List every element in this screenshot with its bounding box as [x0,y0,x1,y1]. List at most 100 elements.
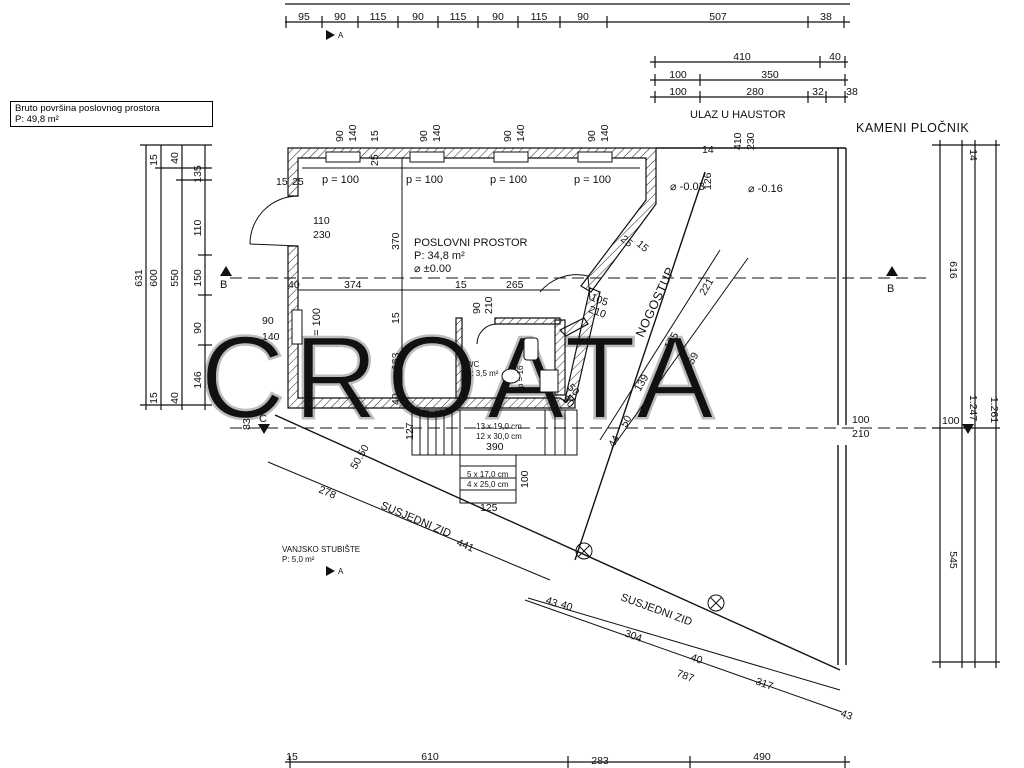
svg-text:15: 15 [369,130,381,142]
svg-text:95: 95 [298,11,310,23]
svg-text:13 x 19,0 cm: 13 x 19,0 cm [476,422,522,431]
svg-text:90: 90 [334,130,346,142]
svg-text:304: 304 [623,628,644,645]
svg-text:90: 90 [418,130,430,142]
office-level: ⌀ ±0.00 [414,263,451,275]
svg-text:283: 283 [591,755,609,767]
svg-text:p = 100: p = 100 [311,308,323,345]
svg-text:140: 140 [431,124,443,142]
level-label-2: ⌀ -0.16 [748,183,783,195]
wc-area: P: 3,5 m² [466,369,499,378]
svg-text:410: 410 [732,132,744,150]
svg-text:610: 610 [421,751,439,763]
svg-text:5 x 17,0 cm: 5 x 17,0 cm [467,470,509,479]
gross-area-box: Bruto površina poslovnog prostora P: 49,… [10,101,213,127]
left-dimension-lines [140,144,212,410]
svg-text:p = 100: p = 100 [322,174,359,186]
svg-text:12 x 30,0 cm: 12 x 30,0 cm [476,432,522,441]
svg-text:115: 115 [531,11,548,23]
svg-text:90: 90 [262,315,274,327]
svg-text:115: 115 [450,11,467,23]
svg-text:230: 230 [745,132,757,150]
svg-text:A: A [338,31,344,40]
office-name: POSLOVNI PROSTOR [414,237,528,249]
svg-text:40: 40 [559,599,574,614]
svg-text:441: 441 [455,537,476,555]
svg-text:32: 32 [812,86,824,98]
svg-text:90: 90 [586,130,598,142]
svg-text:B: B [220,279,227,291]
svg-text:90: 90 [192,322,204,334]
svg-text:210: 210 [483,296,495,314]
svg-text:90: 90 [492,11,504,23]
entrance-label: ULAZ U HAUSTOR [690,109,786,121]
wc-name: WC [466,360,480,369]
svg-text:126: 126 [702,172,714,190]
svg-text:C: C [259,413,267,425]
stair-notes: 13 x 19,0 cm 12 x 30,0 cm 5 x 17,0 cm 4 … [467,422,522,489]
gross-area-value: P: 49,8 m² [15,114,59,125]
svg-text:374: 374 [344,279,362,291]
svg-text:600: 600 [148,269,160,287]
office-area: P: 34,8 m² [414,250,465,262]
svg-text:15: 15 [634,238,651,255]
svg-text:100: 100 [519,470,531,488]
svg-text:140: 140 [347,124,359,142]
svg-text:90: 90 [577,11,589,23]
svg-text:p = 100: p = 100 [406,174,443,186]
svg-text:545: 545 [947,551,959,569]
svg-text:40: 40 [169,392,181,404]
sidewalk-edges [274,147,847,671]
svg-text:280: 280 [746,86,764,98]
svg-text:15: 15 [455,279,467,291]
svg-text:127: 127 [404,422,416,440]
top-dim-ticks [285,16,846,768]
svg-text:210: 210 [852,428,870,440]
gross-area-title: Bruto površina poslovnog prostora [15,103,160,114]
svg-text:370: 370 [390,232,402,250]
svg-text:125: 125 [480,502,498,514]
svg-text:15: 15 [276,176,288,188]
svg-text:40: 40 [390,393,402,405]
svg-text:B: B [887,283,894,295]
svg-text:616: 616 [947,261,959,279]
svg-text:15: 15 [148,392,160,404]
svg-text:150: 150 [192,269,204,287]
svg-text:100: 100 [669,69,687,81]
manhole-covers [575,542,725,612]
svg-text:38: 38 [820,11,832,23]
svg-text:A: A [338,567,344,576]
svg-text:44: 44 [606,433,622,449]
right-dimension-lines [932,140,1000,668]
top-dim-values: 95 90 115 90 115 90 115 90 507 38 410 40… [286,11,858,767]
svg-text:p = 100: p = 100 [574,174,611,186]
svg-text:390: 390 [486,441,504,453]
svg-text:507: 507 [709,11,727,23]
svg-text:83: 83 [241,418,253,430]
svg-text:350: 350 [761,69,779,81]
sidewalk-label: KAMENI PLOČNIK [856,120,969,135]
section-a-marker: A A [326,30,344,576]
svg-text:140: 140 [599,124,611,142]
diagonal-dim-lines [267,249,843,713]
svg-text:146: 146 [192,371,204,389]
svg-text:163: 163 [390,352,402,370]
svg-text:221: 221 [697,276,716,297]
neighbor-wall-label-2: SUSJEDNI ZID [619,592,694,629]
svg-text:787: 787 [675,668,696,685]
stairs-interior [411,409,578,504]
left-dim-values: 631 15 600 15 40 550 40 135 110 150 90 1… [133,152,204,404]
svg-text:50: 50 [618,413,634,429]
svg-text:p = 100: p = 100 [490,174,527,186]
svg-text:40: 40 [288,279,300,291]
svg-text:14: 14 [967,149,979,161]
neighbor-wall-label-1: SUSJEDNI ZID [379,500,453,540]
plan-dim-values: 90 140 15 90 140 90 140 90 140 25 15 25 … [241,124,960,514]
svg-text:15: 15 [148,154,160,166]
svg-text:100: 100 [942,415,960,427]
svg-text:265: 265 [506,279,524,291]
svg-text:550: 550 [169,269,181,287]
svg-text:25: 25 [369,154,381,166]
right-dim-values: 616 14 1.247 1.261 545 [947,149,1000,569]
